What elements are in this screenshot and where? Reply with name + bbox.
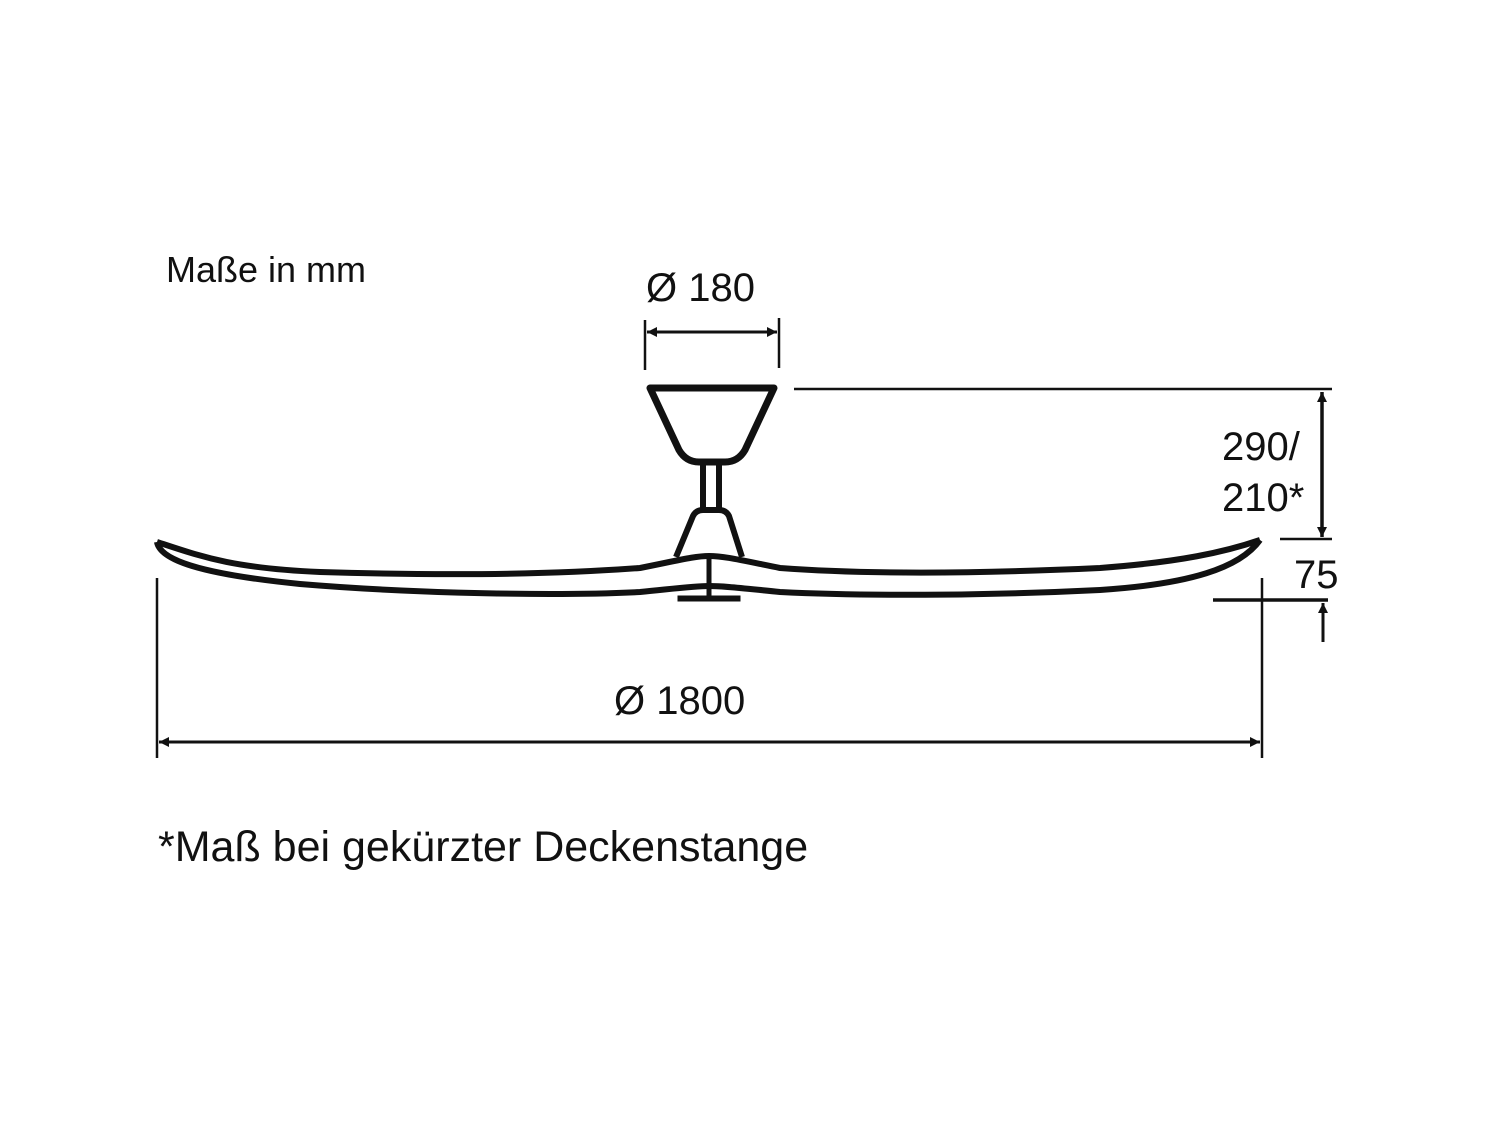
blade-height-label: 75 (1294, 553, 1339, 597)
canopy-diameter-dimension (643, 318, 781, 370)
canopy-diameter-label: Ø 180 (646, 266, 755, 310)
downrod (700, 463, 722, 510)
span-diameter-dimension (155, 578, 1264, 758)
height-dimension (794, 387, 1332, 541)
height-label-line2: 210* (1222, 476, 1305, 520)
hub (677, 556, 741, 602)
blade-height-dimension (1213, 598, 1328, 642)
span-diameter-label: Ø 1800 (614, 679, 746, 723)
height-label-line1: 290/ (1222, 425, 1300, 469)
footnote: *Maß bei gekürzter Deckenstange (158, 823, 809, 871)
canopy (646, 384, 778, 466)
motor-housing (673, 507, 745, 559)
units-note: Maße in mm (166, 249, 367, 290)
